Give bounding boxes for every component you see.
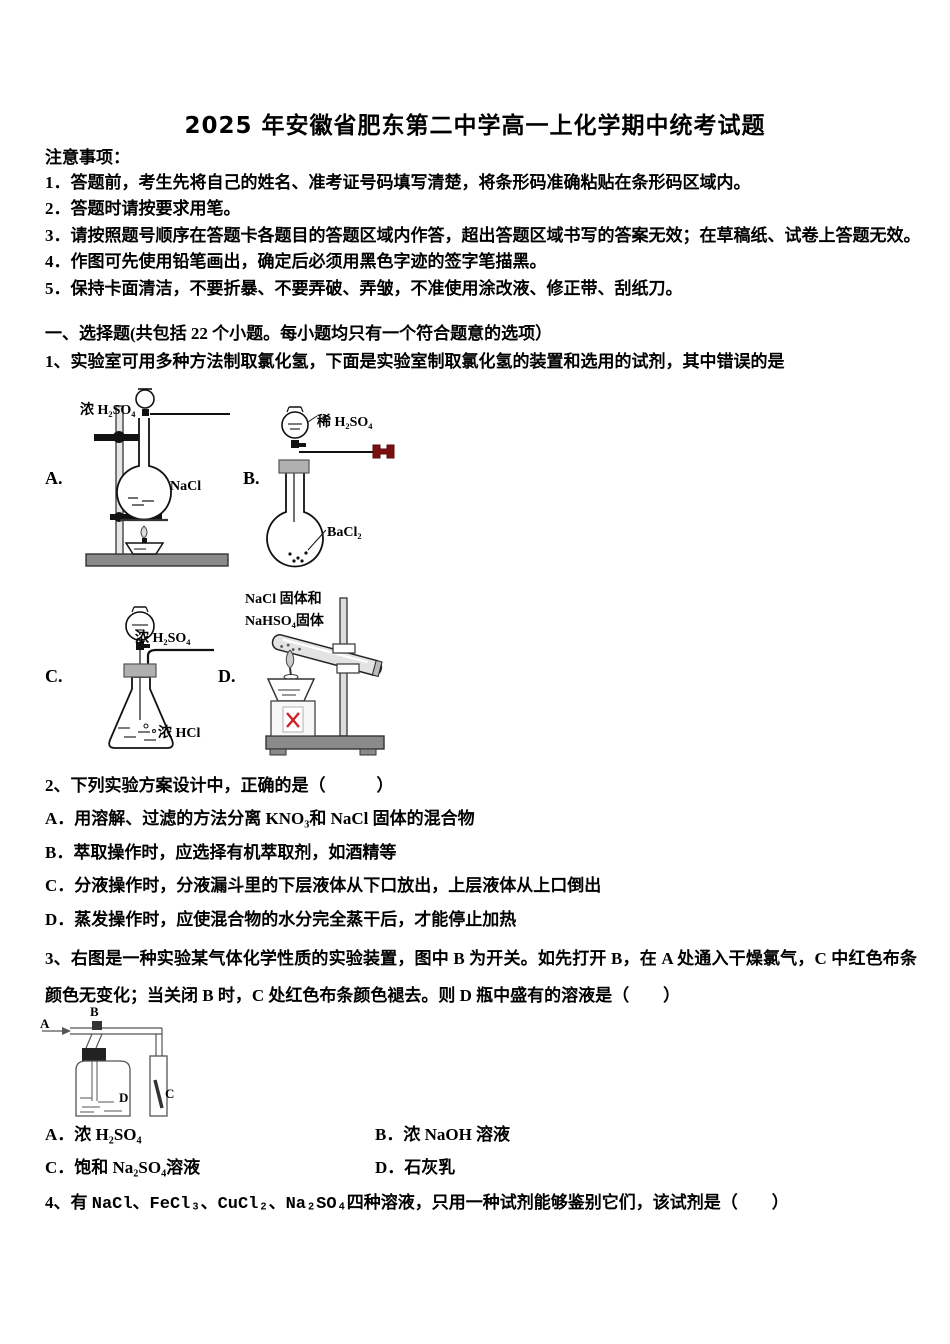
q1-apparatus-a-diagram <box>80 386 235 572</box>
stand-base <box>85 553 229 567</box>
q3-apparatus-diagram <box>36 1006 251 1121</box>
q4-stem-prefix: 4、有 <box>45 1193 92 1212</box>
q1-c-reagent-main-label: 浓 HCl <box>158 726 201 741</box>
q1-apparatus-d-diagram <box>238 578 393 763</box>
q1-b-reagent-main-label: BaCl₂ <box>327 525 362 540</box>
dropping-funnel-icon <box>281 411 309 439</box>
stand-base <box>265 735 385 750</box>
label-pointer <box>307 529 327 551</box>
clamp-jaw <box>336 663 360 674</box>
q1-c-reagent-top-label: 浓 H₂SO₄ <box>135 631 191 646</box>
q1-apparatus-c-diagram <box>82 602 217 762</box>
q1-stem: 1、实验室可用多种方法制取氯化氢，下面是实验室制取氯化氢的装置和选用的试剂，其中… <box>45 352 785 371</box>
valve-b <box>92 1021 102 1030</box>
q3-diagram-label-b: B <box>90 1004 99 1019</box>
notice-item-4: 4．作图可先使用铅笔画出，确定后必须用黑色字迹的签字笔描黑。 <box>45 252 547 271</box>
page-title: 2025 年安徽省肥东第二中学高一上化学期中统考试题 <box>184 113 766 139</box>
rubber-stopper <box>123 663 157 678</box>
stopcock <box>291 440 299 448</box>
notice-item-5: 5．保持卡面清洁，不要折暴、不要弄破、弄皱，不准使用涂改液、修正带、刮纸刀。 <box>45 279 683 298</box>
q3-diagram-label-d: D <box>119 1090 129 1105</box>
notice-item-3: 3．请按照题号顺序在答题卡各题目的答题区域内作答，超出答题区域书写的答案无效；在… <box>45 226 921 245</box>
label-pointer <box>307 415 318 423</box>
q4-stem-formulas: NaCl、FeCl₃、CuCl₂、Na₂SO₄ <box>91 1195 347 1214</box>
q3-option-a: A．浓 H₂SO₄ <box>45 1125 142 1144</box>
q1-apparatus-b-diagram <box>262 402 397 572</box>
q1-d-reagent-line1-label: NaCl 固体和 <box>245 592 322 607</box>
dropping-funnel-icon <box>135 389 155 409</box>
q3-option-d: D．石灰乳 <box>375 1158 456 1177</box>
arrow-right-icon <box>62 1027 71 1035</box>
q4-stem: 4、有 NaCl、FeCl₃、CuCl₂、Na₂SO₄四种溶液，只用一种试剂能够… <box>45 1192 789 1215</box>
notice-item-2: 2．答题时请按要求用笔。 <box>45 199 241 218</box>
q1-figure-a-letter: A. <box>45 468 63 488</box>
q3-option-b: B．浓 NaOH 溶液 <box>375 1125 511 1144</box>
x-mark-icon <box>286 712 300 728</box>
gas-washing-bottle-icon <box>75 1060 131 1117</box>
stopper <box>82 1048 106 1061</box>
q3-diagram-label-a: A <box>40 1016 50 1031</box>
q1-b-reagent-top-label: 稀 H₂SO₄ <box>317 415 373 430</box>
flame-icon <box>140 525 148 539</box>
q2-option-c: C．分液操作时，分液漏斗里的下层液体从下口放出，上层液体从上口倒出 <box>45 876 602 895</box>
cloth-strip-tube <box>149 1055 168 1117</box>
notice-item-1: 1．答题前，考生先将自己的姓名、准考证号码填写清楚，将条形码准确粘贴在条形码区域… <box>45 173 751 192</box>
q3-diagram-label-c: C <box>165 1086 175 1101</box>
wick <box>142 538 147 543</box>
q1-figure-b-letter: B. <box>243 468 260 488</box>
q2-option-a: A．用溶解、过滤的方法分离 KNO₃和 NaCl 固体的混合物 <box>45 809 475 828</box>
q3-option-c: C．饱和 Na₂SO₄溶液 <box>45 1158 201 1177</box>
red-cloth-strip <box>153 1079 164 1109</box>
q3-stem: 3、右图是一种实验某气体化学性质的实验装置，图中 B 为开关。如先打开 B，在 … <box>45 949 917 1005</box>
long-neck-flask-icon <box>266 473 324 568</box>
q1-a-reagent-top-label: 浓 H₂SO₄ <box>80 403 136 418</box>
round-bottom-flask-icon <box>116 418 172 521</box>
clamp-jaw <box>332 643 356 654</box>
delivery-tube <box>146 648 214 664</box>
notice-heading: 注意事项： <box>45 148 130 167</box>
stopcock <box>142 409 149 416</box>
clamp-knob <box>113 431 125 443</box>
q2-option-d: D．蒸发操作时，应使混合物的水分完全蒸干后，才能停止加热 <box>45 910 517 929</box>
q1-figure-c-letter: C. <box>45 666 63 686</box>
tube-tip <box>372 444 395 459</box>
q2-stem: 2、下列实验方案设计中，正确的是（ ） <box>45 776 394 795</box>
q2-option-b: B．萃取操作时，应选择有机萃取剂，如酒精等 <box>45 843 397 862</box>
q4-stem-suffix: 四种溶液，只用一种试剂能够鉴别它们，该试剂是（ ） <box>346 1193 789 1212</box>
q1-d-reagent-line2-label: NaHSO₄固体 <box>245 614 324 629</box>
rubber-stopper <box>278 459 310 474</box>
section-1-heading: 一、选择题(共包括 22 个小题。每小题均只有一个符合题意的选项） <box>45 324 553 343</box>
erlenmeyer-flask-icon <box>108 676 174 749</box>
q1-figure-d-letter: D. <box>218 666 236 686</box>
q1-a-reagent-main-label: NaCl <box>170 479 202 494</box>
